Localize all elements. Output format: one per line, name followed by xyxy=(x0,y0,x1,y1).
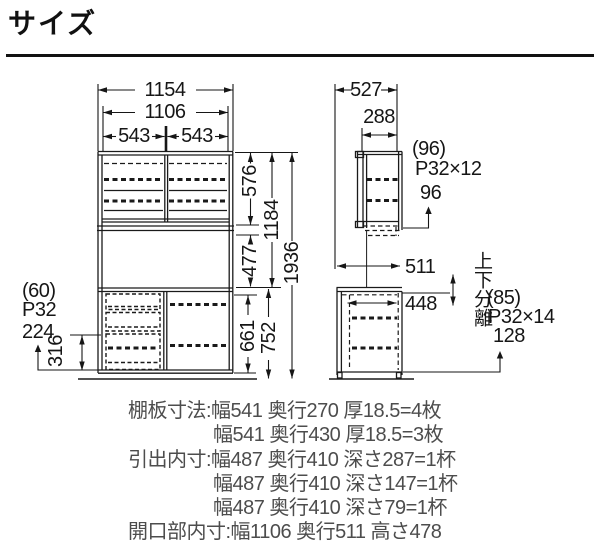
side-upper-pitch-value: 96 xyxy=(420,182,442,204)
dim-width-total: 1154 xyxy=(144,79,186,101)
side-upper-pitch-count: (96) xyxy=(412,138,446,160)
dim-counter-depth: 511 xyxy=(405,256,436,278)
dim-depth-total: 527 xyxy=(350,79,382,101)
front-view-drawing xyxy=(78,150,257,380)
dim-upper-height: 576 xyxy=(239,165,261,197)
front-pitch-label: P32 xyxy=(22,299,57,321)
spec-shelf-line-1: 棚板寸法:幅541 奥行270 厚18.5=4枚 xyxy=(128,400,442,422)
side-view-drawing xyxy=(329,150,414,380)
side-upper-pitch-label: P32×12 xyxy=(415,158,482,180)
dim-open-height: 477 xyxy=(239,245,261,277)
leader-arrowheads xyxy=(34,206,504,359)
separation-label: 上下分離 xyxy=(471,251,492,327)
spec-drawer-line-3: 幅487 奥行410 深さ79=1杯 xyxy=(213,497,447,519)
dimension-lines xyxy=(37,84,501,379)
dim-width-inner: 1106 xyxy=(144,101,186,123)
dim-drawer-depth: 448 xyxy=(405,293,437,315)
dim-upper-depth: 288 xyxy=(363,106,395,128)
spec-shelf-line-2: 幅541 奥行430 厚18.5=3枚 xyxy=(213,424,444,446)
front-pitch-count: (60) xyxy=(22,280,56,302)
side-lower-pitch-count: (85) xyxy=(487,287,521,309)
side-lower-pitch-value: 128 xyxy=(493,325,525,347)
dim-lower-inner-height: 661 xyxy=(237,320,259,352)
dim-lower-height: 752 xyxy=(258,322,280,354)
front-pitch-value: 224 xyxy=(22,321,54,343)
side-lower-pitch-label: P32×14 xyxy=(488,306,555,328)
spec-drawer-line-1: 引出内寸:幅487 奥行410 深さ287=1杯 xyxy=(128,449,456,471)
dim-door-left: 543 xyxy=(118,125,150,147)
dim-door-right: 543 xyxy=(181,125,213,147)
dim-upper-assembly-height: 1184 xyxy=(261,199,283,241)
spec-drawer-line-2: 幅487 奥行410 深さ147=1杯 xyxy=(213,473,458,495)
page-title: サイズ xyxy=(8,9,98,40)
title-divider xyxy=(6,54,594,57)
spec-opening-line: 開口部内寸:幅1106 奥行511 高さ478 xyxy=(128,521,442,543)
dim-total-height: 1936 xyxy=(281,241,303,285)
